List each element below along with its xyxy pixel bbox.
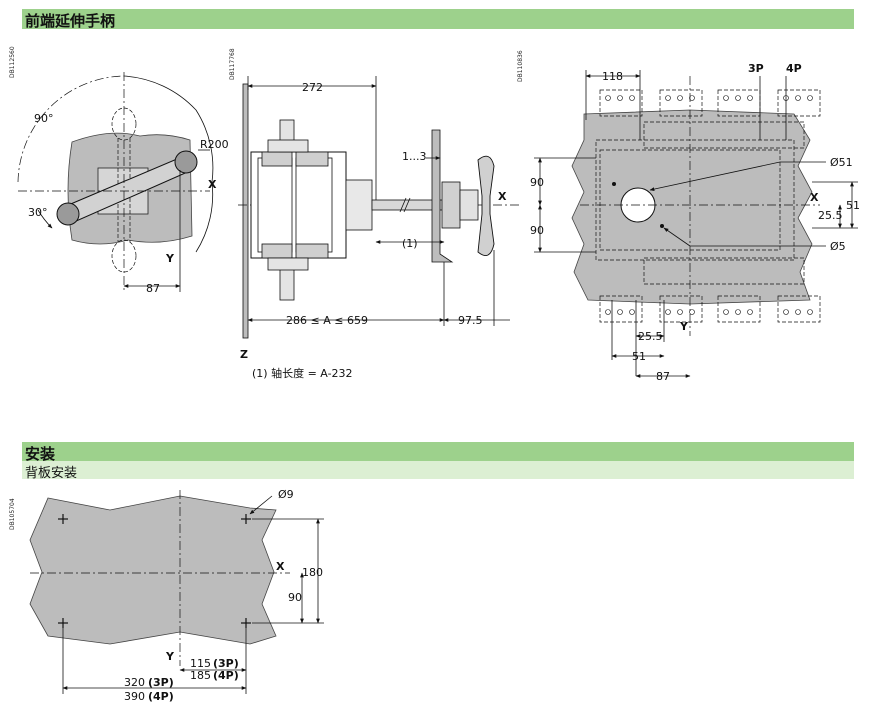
pole-3p-label: (3P) xyxy=(213,657,239,670)
axis-z-label: Z xyxy=(240,348,248,361)
section-header-bar xyxy=(22,442,854,461)
handle-side-view: 272 1...3 X (1) 286 ≤ A ≤ 659 97.5 Z (1)… xyxy=(238,76,520,380)
axis-y-label: Y xyxy=(165,252,175,265)
dimension-label: 90 xyxy=(530,176,544,189)
diameter-label: Ø5 xyxy=(830,240,846,253)
axis-y-label: Y xyxy=(679,320,689,333)
angle-label: 30° xyxy=(28,206,48,219)
drawing-code: DB105704 xyxy=(9,498,16,530)
subsection-title-backplate: 背板安装 xyxy=(25,466,78,481)
pole-3p-label: 3P xyxy=(748,62,764,75)
backplate-mounting-view: Ø9 X 180 90 Y 115 (3P) 185 (4P) 320 (3P)… xyxy=(29,488,324,703)
dimension-label: 51 xyxy=(846,199,860,212)
dimension-label: 180 xyxy=(302,566,323,579)
axis-x-label: X xyxy=(208,178,217,191)
dimension-label: 272 xyxy=(302,81,323,94)
radius-label: R200 xyxy=(200,138,229,151)
dimension-label: 97.5 xyxy=(458,314,483,327)
dimension-label: 390 xyxy=(124,690,145,703)
dimension-label: 90 xyxy=(288,591,302,604)
drawing-code: DB117768 xyxy=(229,48,236,80)
drawing-code: DB112560 xyxy=(9,46,16,78)
door-cutout-view: 118 3P 4P Ø51 Ø5 90 90 X 51 25.5 25.5 Y xyxy=(530,62,860,383)
dimension-label: 1...3 xyxy=(402,150,427,163)
section-header-bar xyxy=(22,9,854,29)
drawing-code: DB110836 xyxy=(517,50,524,82)
axis-x-label: X xyxy=(498,190,507,203)
dimension-label: 320 xyxy=(124,676,145,689)
axis-x-label: X xyxy=(810,191,819,204)
dimension-label: 286 ≤ A ≤ 659 xyxy=(286,314,368,327)
dimension-label: 51 xyxy=(632,350,646,363)
footnote-text: (1) 轴长度 = A-232 xyxy=(252,366,353,380)
axis-x-label: X xyxy=(276,560,285,573)
subsection-bar xyxy=(22,461,854,479)
section-title-installation: 安装 xyxy=(25,445,56,463)
pole-4p-label: (4P) xyxy=(148,690,174,703)
section-title-front-handle: 前端延伸手柄 xyxy=(25,12,116,30)
dimension-label: 185 xyxy=(190,669,211,682)
pole-4p-label: 4P xyxy=(786,62,802,75)
pole-3p-label: (3P) xyxy=(148,676,174,689)
hole-diameter-label: Ø9 xyxy=(278,488,294,501)
dimension-label: 25.5 xyxy=(818,209,843,222)
dimension-label: 115 xyxy=(190,657,211,670)
dimension-label: 118 xyxy=(602,70,623,83)
dimension-label: (1) xyxy=(402,237,418,250)
dimension-label: 87 xyxy=(656,370,670,383)
dimension-label: 25.5 xyxy=(638,330,663,343)
dimension-label: 90 xyxy=(530,224,544,237)
angle-label: 90° xyxy=(34,112,54,125)
axis-y-label: Y xyxy=(165,650,175,663)
dimension-label: 87 xyxy=(146,282,160,295)
diameter-label: Ø51 xyxy=(830,156,853,169)
pole-4p-label: (4P) xyxy=(213,669,239,682)
handle-front-view: 90° 30° R200 X Y 87 xyxy=(17,72,229,295)
